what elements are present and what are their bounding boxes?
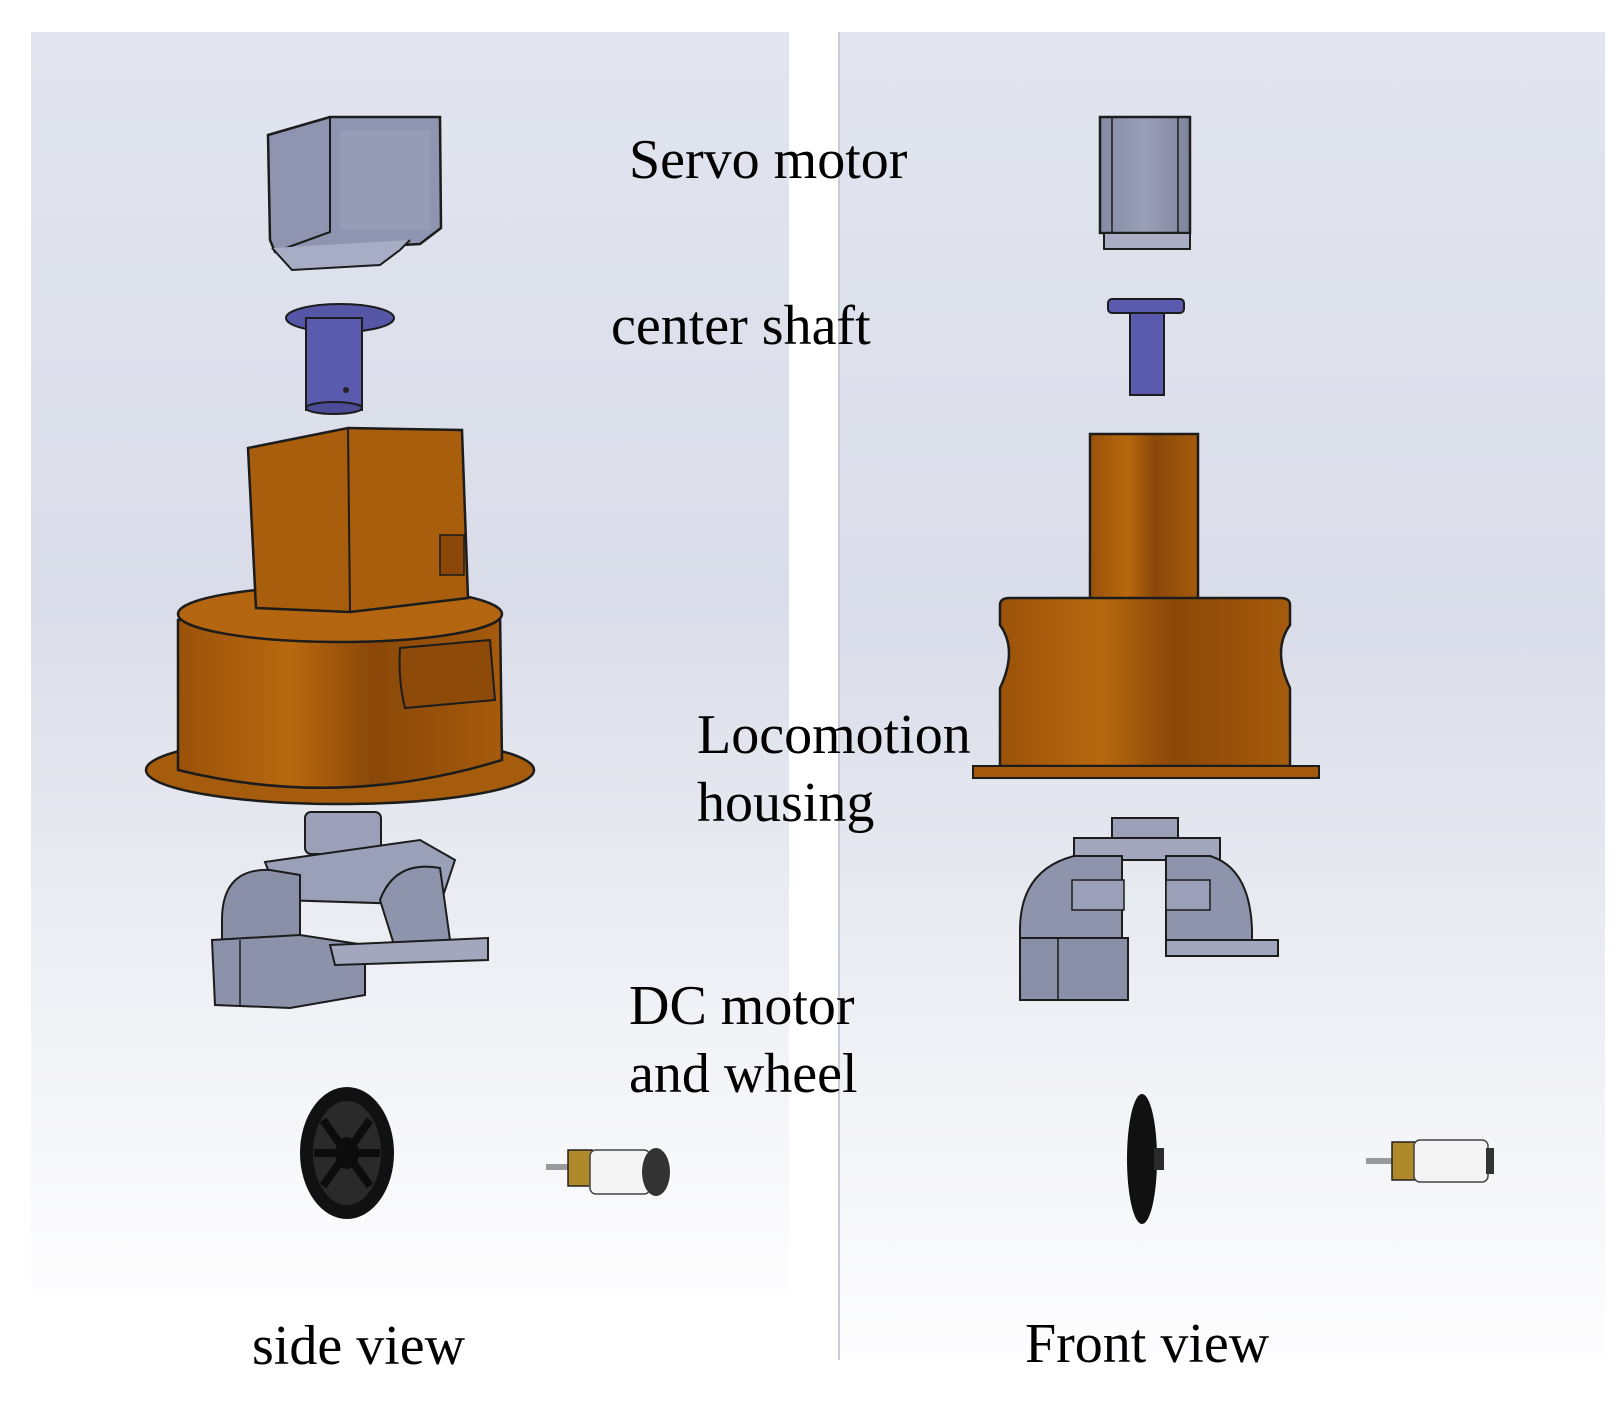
label-locomotion-housing-line1: Locomotion [697,704,971,766]
label-locomotion-housing: Locomotion housing [697,701,971,837]
front-dc-motor [1366,1139,1494,1183]
front-locomotion-housing [972,432,1320,779]
label-dc-motor-line2: and wheel [629,1043,858,1105]
label-dc-motor-and-wheel: DC motor and wheel [629,972,858,1108]
side-wheel-bracket [210,811,489,1010]
front-wheel [1127,1094,1164,1224]
side-center-shaft [285,303,395,415]
front-center-shaft [1107,298,1185,396]
label-dc-motor-line1: DC motor [629,975,855,1037]
caption-front-view: Front view [1025,1313,1270,1375]
side-servo-motor [266,115,443,272]
front-wheel-bracket [1019,817,1279,1001]
side-dc-motor [546,1148,670,1196]
side-locomotion-housing [144,426,536,806]
side-wheel [300,1087,394,1219]
label-locomotion-housing-line2: housing [697,772,875,834]
caption-side-view: side view [252,1315,466,1377]
label-center-shaft: center shaft [611,295,871,357]
front-servo-motor [1098,115,1192,250]
label-servo-motor: Servo motor [629,129,908,191]
